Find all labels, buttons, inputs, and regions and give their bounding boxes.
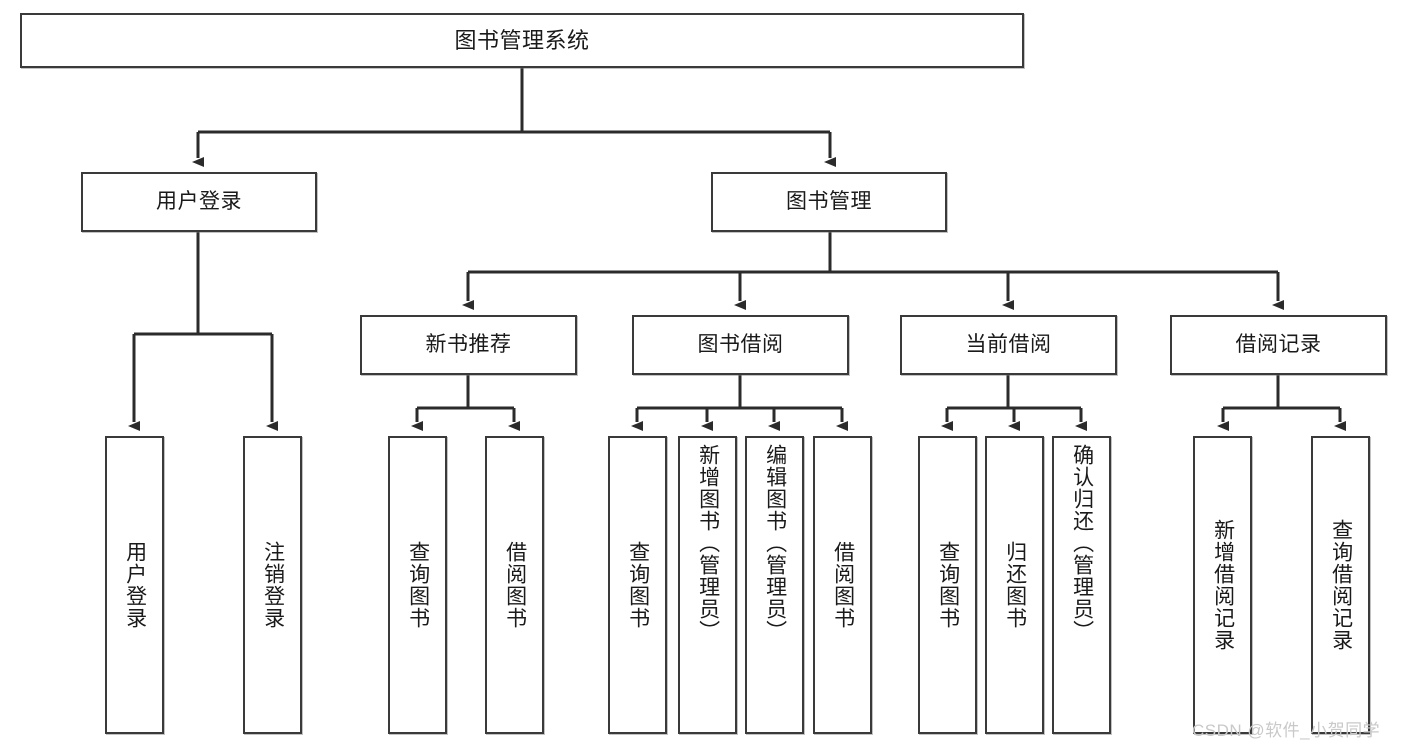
leaf-logout[interactable]: 注销登录 [243, 436, 302, 734]
leaf-user-login[interactable]: 用户登录 [105, 436, 164, 734]
node-current-borrow[interactable]: 当前借阅 [900, 315, 1117, 375]
leaf-add-book-admin-label: 新增图书（管理员） [696, 444, 720, 642]
leaf-confirm-return-admin-label: 确认归还（管理员） [1070, 444, 1094, 642]
leaf-logout-label: 注销登录 [261, 541, 285, 629]
node-root-label: 图书管理系统 [454, 27, 590, 53]
leaf-add-borrow-record[interactable]: 新增借阅记录 [1193, 436, 1252, 734]
leaf-query-book-borrow-label: 查询图书 [626, 541, 650, 629]
node-borrow-record-label: 借阅记录 [1235, 332, 1322, 356]
node-root[interactable]: 图书管理系统 [20, 13, 1024, 68]
node-book-borrow-label: 图书借阅 [697, 332, 784, 356]
leaf-query-borrow-record[interactable]: 查询借阅记录 [1311, 436, 1370, 734]
leaf-borrow-book-recommend-label: 借阅图书 [503, 541, 527, 629]
leaf-query-book-recommend-label: 查询图书 [406, 541, 430, 629]
leaf-user-login-label: 用户登录 [123, 541, 147, 629]
csdn-watermark: CSDN @软件_小贺同学 [1192, 721, 1381, 740]
leaf-borrow-book[interactable]: 借阅图书 [813, 436, 872, 734]
node-borrow-record[interactable]: 借阅记录 [1170, 315, 1387, 375]
node-new-book-recommend-label: 新书推荐 [425, 332, 512, 356]
leaf-edit-book-admin[interactable]: 编辑图书（管理员） [745, 436, 804, 734]
leaf-query-book-recommend[interactable]: 查询图书 [388, 436, 447, 734]
leaf-query-book-current[interactable]: 查询图书 [918, 436, 977, 734]
leaf-return-book-label: 归还图书 [1003, 541, 1027, 629]
leaf-query-book-current-label: 查询图书 [936, 541, 960, 629]
node-book-management-label: 图书管理 [786, 189, 872, 213]
node-book-borrow[interactable]: 图书借阅 [632, 315, 849, 375]
leaf-return-book[interactable]: 归还图书 [985, 436, 1044, 734]
leaf-add-book-admin[interactable]: 新增图书（管理员） [678, 436, 737, 734]
node-user-login-label: 用户登录 [156, 189, 242, 213]
node-user-login[interactable]: 用户登录 [81, 172, 317, 232]
leaf-query-book-borrow[interactable]: 查询图书 [608, 436, 667, 734]
leaf-query-borrow-record-label: 查询借阅记录 [1329, 519, 1353, 651]
node-current-borrow-label: 当前借阅 [965, 332, 1052, 356]
leaf-borrow-book-label: 借阅图书 [831, 541, 855, 629]
node-new-book-recommend[interactable]: 新书推荐 [360, 315, 577, 375]
leaf-add-borrow-record-label: 新增借阅记录 [1211, 519, 1235, 651]
leaf-confirm-return-admin[interactable]: 确认归还（管理员） [1052, 436, 1111, 734]
leaf-borrow-book-recommend[interactable]: 借阅图书 [485, 436, 544, 734]
leaf-edit-book-admin-label: 编辑图书（管理员） [763, 444, 787, 642]
node-book-management[interactable]: 图书管理 [711, 172, 947, 232]
